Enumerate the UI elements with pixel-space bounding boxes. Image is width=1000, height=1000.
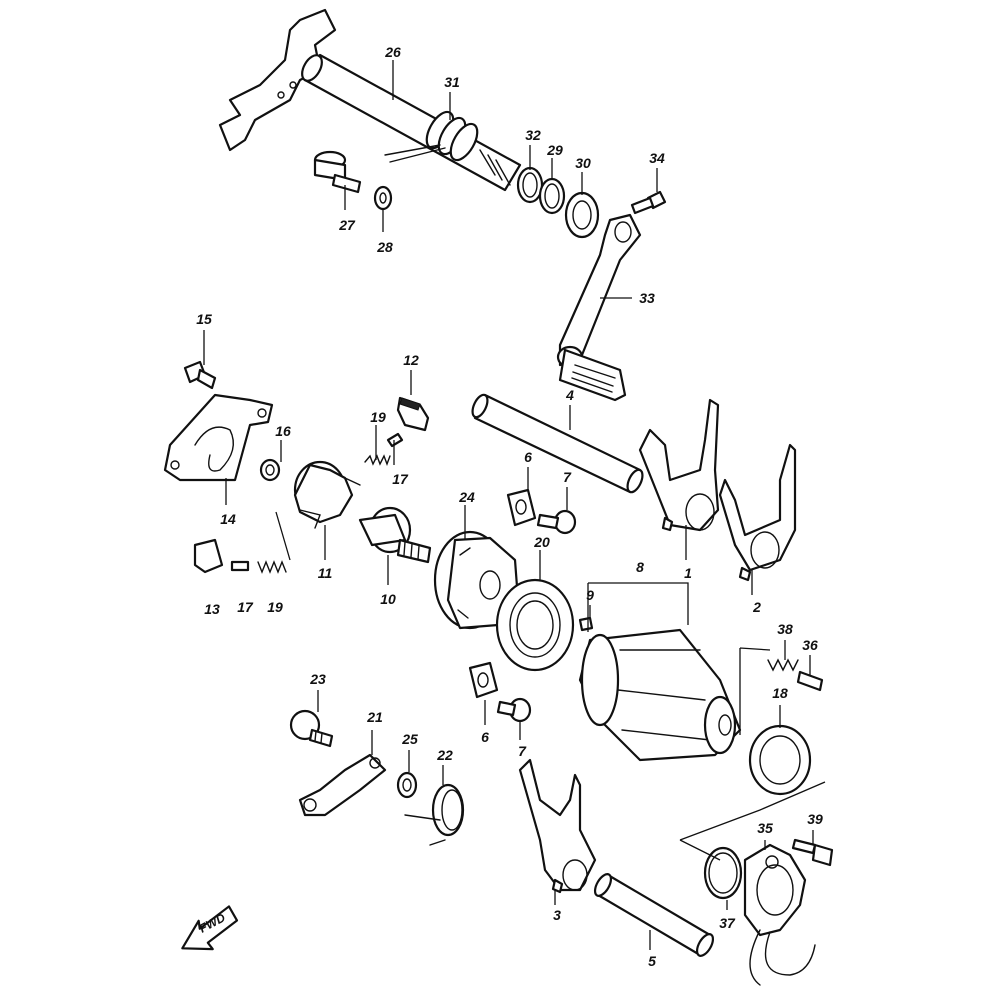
label-8: 8 [636, 559, 644, 575]
label-31: 31 [444, 74, 460, 90]
label-13: 13 [204, 601, 220, 617]
label-6-lower: 6 [481, 729, 489, 745]
label-22: 22 [436, 747, 453, 763]
label-7-upper: 7 [563, 469, 572, 485]
part-37-o-ring [703, 846, 743, 900]
label-10: 10 [380, 591, 396, 607]
label-11: 11 [318, 565, 333, 581]
label-12: 12 [403, 352, 419, 368]
part-6-guide-lower [468, 661, 499, 699]
label-2: 2 [752, 599, 761, 615]
part-21-cam-stopper [298, 753, 387, 817]
part-35-gear-position-switch [743, 843, 816, 986]
label-38: 38 [777, 621, 793, 637]
part-24-gearshift-cam-plate [433, 530, 520, 630]
label-32: 32 [525, 127, 541, 143]
label-24: 24 [458, 489, 475, 505]
label-9: 9 [586, 587, 594, 603]
label-4: 4 [565, 387, 574, 403]
part-23-bolt [289, 709, 334, 748]
part-29-washer [538, 177, 566, 215]
label-33: 33 [639, 290, 655, 306]
part-15-screw [183, 360, 217, 390]
part-10-pin-guide [358, 506, 432, 564]
part-9-pin [578, 616, 594, 632]
part-11-pawl-holder [293, 460, 361, 529]
part-19-spring-upper [364, 454, 391, 466]
label-35: 35 [757, 820, 773, 836]
label-34: 34 [649, 150, 665, 166]
part-1-shift-fork [638, 398, 720, 532]
part-28-washer [373, 185, 393, 211]
label-17-upper: 17 [392, 471, 409, 487]
label-21: 21 [366, 709, 383, 725]
label-3: 3 [553, 907, 561, 923]
label-15: 15 [196, 311, 212, 327]
part-36-pin [796, 670, 824, 692]
label-29: 29 [546, 142, 563, 158]
label-18: 18 [772, 685, 788, 701]
label-7-lower: 7 [518, 743, 527, 759]
part-13-pawl [193, 538, 224, 574]
part-14-stopper-plate [163, 393, 274, 482]
label-19-lower: 19 [267, 599, 283, 615]
label-28: 28 [376, 239, 393, 255]
part-3-shift-fork [518, 758, 597, 894]
label-19-upper: 19 [370, 409, 386, 425]
part-18-bearing [748, 724, 812, 796]
label-23: 23 [309, 671, 326, 687]
part-34-bolt [630, 190, 667, 215]
part-38-spring [767, 658, 799, 672]
part-33-gearshift-lever [556, 213, 642, 402]
leader-lines [203, 60, 826, 950]
part-5-fork-shaft [593, 873, 715, 957]
part-32-circlip [516, 166, 544, 204]
part-27-pin [313, 150, 362, 194]
part-8-gearshift-cam [578, 628, 742, 762]
part-31-return-spring [384, 110, 479, 163]
label-1: 1 [684, 565, 692, 581]
part-17-pin-upper [386, 432, 404, 448]
label-5: 5 [648, 953, 656, 969]
label-36: 36 [802, 637, 818, 653]
part-7-bolt-lower [496, 697, 532, 723]
part-12-pawl [396, 396, 430, 432]
part-25-washer [396, 771, 418, 799]
label-39: 39 [807, 811, 823, 827]
part-labels: 1 2 3 4 5 6 6 7 7 8 9 10 11 12 13 14 15 … [196, 44, 823, 969]
label-27: 27 [338, 217, 356, 233]
part-7-bolt-upper [536, 509, 577, 535]
label-30: 30 [575, 155, 591, 171]
part-39-bolt [791, 838, 834, 867]
label-14: 14 [220, 511, 236, 527]
part-26-shift-shaft [218, 8, 522, 192]
part-2-shift-fork [718, 443, 797, 582]
fwd-arrow: FWD [181, 905, 239, 951]
label-16: 16 [275, 423, 291, 439]
part-30-oil-seal [564, 191, 600, 239]
part-20-bearing [495, 578, 575, 672]
part-4-fork-shaft [471, 393, 644, 494]
part-6-guide-upper [506, 488, 537, 527]
label-37: 37 [719, 915, 736, 931]
label-26: 26 [384, 44, 401, 60]
label-20: 20 [533, 534, 550, 550]
label-6-upper: 6 [524, 449, 532, 465]
part-22-stopper-spring [404, 783, 465, 846]
part-17-pin-lower [230, 560, 250, 572]
part-16-bushing [259, 458, 281, 482]
label-25: 25 [401, 731, 418, 747]
label-17-lower: 17 [237, 599, 254, 615]
part-19-spring-lower [257, 560, 287, 574]
